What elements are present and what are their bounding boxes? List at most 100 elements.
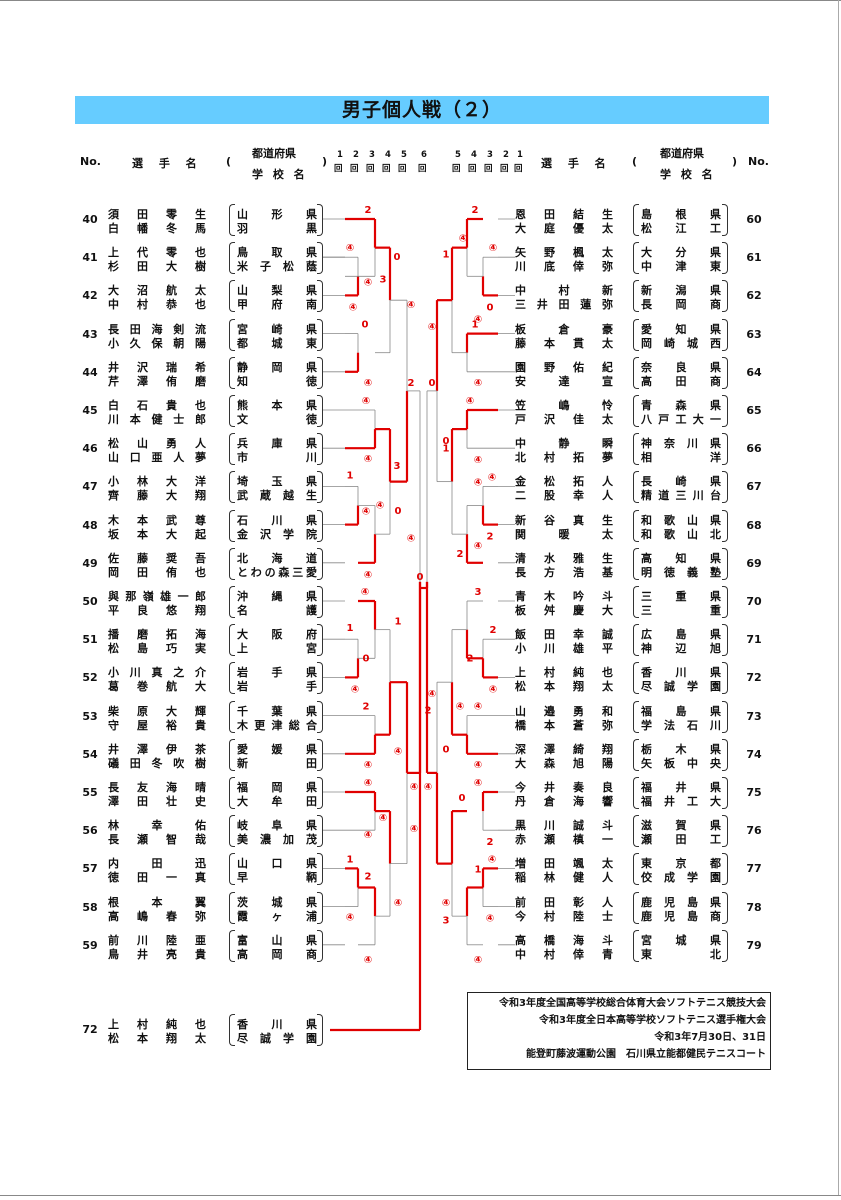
player-name-char: 松	[108, 437, 119, 451]
bracket-close	[722, 356, 728, 389]
player-name-char: 中	[108, 298, 119, 312]
school-name: 東北	[641, 946, 721, 962]
player-name-char: 金	[515, 475, 526, 489]
match-score: ④	[474, 702, 482, 713]
entry-number: 66	[746, 442, 762, 456]
player-name-char: 飯	[515, 628, 526, 642]
match-score: 1	[347, 854, 354, 865]
round-number: 1	[517, 150, 523, 160]
bracket-close	[722, 815, 728, 848]
player-name-char: 静	[558, 437, 570, 451]
player-name-2: 礒田冬吹樹	[108, 755, 206, 771]
player-name-char: 新	[602, 284, 613, 298]
prefecture-char: 県	[710, 322, 721, 336]
school-char: 戸	[658, 413, 670, 426]
bracket-open	[633, 509, 639, 542]
player-name-char: 青	[515, 590, 526, 603]
player-name-char: 村	[544, 909, 555, 923]
prefecture-char: 奈	[664, 437, 675, 451]
prefecture: 長崎県	[641, 473, 721, 489]
prefecture-char: 県	[306, 819, 317, 833]
player-name-2: 小久保朝陽	[108, 335, 206, 351]
prefecture: 高知県	[641, 550, 721, 566]
prefecture-char: 県	[710, 437, 721, 451]
player-name-char: 田	[137, 260, 148, 274]
school-char: 央	[710, 756, 721, 770]
prefecture-char: 県	[306, 399, 317, 412]
bracket-open	[633, 929, 639, 962]
player-name-1: 今井奏良	[515, 779, 613, 795]
player-name-char: 翔	[195, 489, 206, 503]
header-paren-r-left: )	[322, 155, 328, 168]
school-name: 都城東	[237, 335, 317, 351]
player-name-char: 笠	[515, 399, 526, 412]
prefecture-char: 本	[271, 399, 283, 412]
prefecture: 石川県	[237, 512, 317, 528]
school-char: 田	[675, 833, 687, 847]
prefecture-char: 川	[687, 437, 698, 451]
player-name-char: 士	[173, 413, 185, 426]
player-name-char: 真	[195, 871, 206, 885]
prefecture: 宮城県	[641, 932, 721, 948]
player-name-char: 井	[108, 742, 119, 756]
player-name-char: 生	[602, 208, 613, 221]
player-name-char: 田	[137, 208, 148, 221]
prefecture-char: 県	[710, 246, 721, 260]
prefecture-char: 道	[306, 551, 317, 565]
player-name-char: 長	[515, 565, 526, 579]
prefecture-char: 県	[306, 437, 317, 451]
match-score: 0	[487, 302, 494, 313]
prefecture-char: 都	[710, 857, 721, 871]
bracket-open	[633, 662, 639, 695]
match-score: ④	[474, 315, 482, 326]
player-name-char: 本	[137, 1032, 148, 1045]
player-name-char: 方	[544, 565, 555, 579]
player-name-char: 人	[602, 475, 613, 489]
school-char: 津	[675, 260, 687, 274]
prefecture-char: 県	[306, 246, 317, 260]
prefecture-char: 神	[641, 437, 652, 451]
header-school-left: 学 校 名	[252, 168, 308, 181]
prefecture-char: 阜	[271, 819, 283, 833]
match-score: 2	[487, 837, 494, 848]
school-char: 商	[306, 947, 317, 961]
school-char: 北	[710, 947, 721, 961]
player-name-char: 純	[166, 1018, 177, 1031]
player-name-char: 小	[108, 336, 119, 350]
school-char: 川	[710, 718, 721, 732]
prefecture-char: 形	[271, 208, 283, 221]
match-score: ④	[442, 898, 450, 909]
school-char: 板	[664, 756, 675, 770]
school-char: 矢	[641, 756, 652, 770]
entry-number: 49	[82, 556, 98, 570]
player-name-char: 芹	[108, 374, 119, 388]
school-char: ヶ	[271, 909, 283, 923]
player-name-char: 川	[515, 260, 526, 274]
player-name-char: 前	[515, 895, 526, 909]
player-name-1: 矢野楓太	[515, 244, 613, 260]
match-score: ④	[362, 507, 370, 518]
player-name-char: 大	[602, 604, 613, 617]
player-name-char: 須	[108, 208, 119, 221]
round-number: 5	[455, 150, 461, 160]
player-name-char: 田	[137, 871, 148, 885]
school-char: 和	[641, 527, 652, 541]
match-score: ④	[489, 684, 497, 695]
player-name-char: 本	[544, 680, 555, 694]
prefecture-char: 県	[306, 590, 317, 603]
school-name: 高田商	[641, 373, 721, 389]
player-name-char: 松	[515, 680, 526, 694]
entry-number: 47	[82, 480, 98, 494]
player-name-char: 生	[195, 208, 206, 221]
player-name-char: 貴	[166, 399, 177, 412]
bracket-close	[317, 318, 323, 351]
player-name-char: 晴	[195, 781, 206, 794]
school-char: 北	[710, 527, 721, 541]
player-name-char: 大	[166, 489, 177, 503]
school-char: 田	[675, 374, 687, 388]
player-name-2: 守屋裕貴	[108, 717, 206, 733]
player-name-char: 與	[108, 590, 119, 603]
match-score: 1	[475, 865, 482, 876]
school-char: 武	[237, 489, 248, 503]
school-char: 江	[675, 222, 687, 235]
